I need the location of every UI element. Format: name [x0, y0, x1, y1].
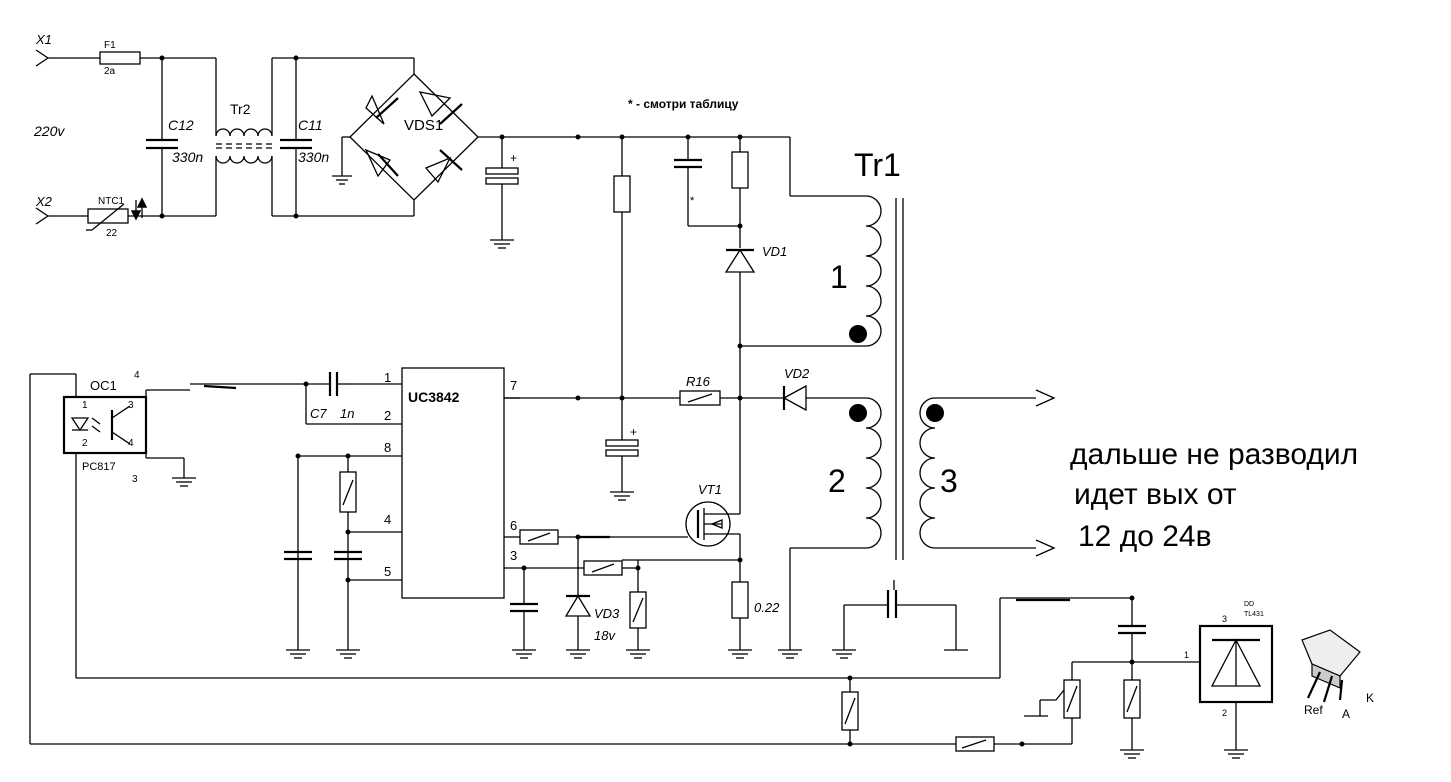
ntc1-slash: [91, 203, 125, 231]
uc3842-body: [401, 367, 505, 599]
bulk-cap-top: [485, 167, 519, 175]
note-line-2: идет вых от: [1074, 478, 1237, 511]
label-oc1: OC1: [90, 378, 117, 393]
label-ic-pin7: 7: [510, 378, 517, 393]
zener-vd3: [564, 594, 592, 617]
label-ic-pin8: 8: [384, 440, 391, 455]
label-star: *: [690, 195, 695, 207]
transformer-tr1: [778, 195, 1056, 659]
svg-text:+: +: [510, 151, 517, 165]
bridge-diode-ur: [418, 91, 452, 118]
label-ic-pin1: 1: [384, 370, 391, 385]
label-c7: C7: [310, 406, 327, 421]
label-r16: R16: [686, 374, 711, 389]
label-c11: C11: [298, 117, 323, 133]
bridge-vds1: [332, 58, 790, 216]
label-ntc1: NTC1: [98, 196, 125, 207]
label-tl431-pin3: 3: [1222, 614, 1227, 624]
wire-break: [203, 384, 237, 390]
thermistor-ntc1: [87, 208, 129, 224]
hv-rail: +: [485, 134, 866, 515]
pc817-body: [62, 395, 148, 455]
label-ic-pin6: 6: [510, 518, 517, 533]
vcc-cap-top: [605, 439, 639, 447]
label-pc817: PC817: [82, 461, 116, 473]
x1-terminal: [35, 49, 50, 67]
drive-and-sense: [504, 501, 752, 659]
label-vd3-value: 18v: [594, 628, 616, 643]
label-oc1-ext-pin3: 3: [132, 474, 138, 485]
tr1-winding-2: [865, 397, 882, 549]
label-tl431-pin2: 2: [1222, 708, 1227, 718]
label-oc1-pin2: 2: [82, 438, 88, 449]
label-tl431-name: DD: [1244, 601, 1254, 608]
tr1-winding-1: [865, 195, 882, 347]
label-oc1-pin3: 3: [128, 400, 134, 411]
controller-ic: [190, 367, 520, 659]
optocoupler-oc1: [29, 373, 1000, 745]
label-oc1-pin4: 4: [128, 438, 134, 449]
label-ntc1-value: 22: [106, 228, 118, 239]
label-tr1: Tr1: [854, 147, 901, 183]
svg-text:+: +: [630, 425, 637, 439]
label-x1: X1: [35, 32, 52, 47]
tr1-dot-1: [849, 325, 867, 343]
label-winding-3: 3: [940, 463, 958, 499]
label-pkg-ref: Ref: [1304, 703, 1323, 717]
note-line-3: 12 до 24в: [1078, 520, 1212, 553]
label-x2: X2: [35, 194, 53, 209]
diode-vd1: [724, 248, 756, 273]
feedback-section: [841, 595, 1361, 759]
label-c11-value: 330n: [298, 149, 329, 165]
label-ic-pin2: 2: [384, 408, 391, 423]
label-vd3: VD3: [594, 606, 620, 621]
label-ic-pin5: 5: [384, 564, 391, 579]
label-f1-value: 2a: [104, 66, 116, 77]
label-tr2: Tr2: [230, 101, 251, 117]
label-winding-2: 2: [828, 463, 846, 499]
snubber-resistor: [731, 151, 749, 189]
label-vd2: VD2: [784, 366, 810, 381]
label-tl431-pin1: 1: [1184, 650, 1189, 660]
tr2-top-winding: [215, 128, 273, 137]
label-rs-value: 0.22: [754, 600, 780, 615]
label-c12: C12: [168, 117, 194, 133]
label-vds1: VDS1: [404, 117, 443, 134]
startup-resistor: [613, 175, 631, 213]
to92-package-icon: [1301, 629, 1361, 703]
tr2-bottom-winding: [215, 155, 273, 164]
label-note: * - смотри таблицу: [628, 97, 739, 111]
tr1-dot-2: [849, 404, 867, 422]
fuse-f1: [99, 51, 141, 65]
label-vd1: VD1: [762, 244, 787, 259]
label-f1: F1: [104, 40, 116, 51]
label-pkg-a: A: [1342, 707, 1350, 721]
bridge-diode-ul: [365, 94, 385, 125]
input-section: [35, 49, 414, 231]
label-ic-pin4: 4: [384, 512, 391, 527]
label-mains: 220v: [33, 123, 65, 139]
labels: X1 F1 2a 220v X2 NTC1 22 C12 330n Tr2 C1…: [33, 32, 1374, 721]
label-c12-value: 330n: [172, 149, 203, 165]
diode-vd2: [782, 384, 807, 412]
label-ic-pin3: 3: [510, 548, 517, 563]
label-c7-value: 1n: [340, 406, 354, 421]
bridge-diode-lr: [424, 156, 452, 184]
label-uc3842: UC3842: [408, 389, 460, 405]
tr1-dot-3: [926, 404, 944, 422]
label-vt1: VT1: [698, 482, 722, 497]
trimmer-wiper: [1040, 689, 1065, 701]
label-oc1-pin1: 1: [82, 400, 88, 411]
note-line-1: дальше не разводил: [1070, 438, 1358, 471]
tr1-winding-3: [919, 397, 936, 549]
label-tl431-model: TL431: [1244, 611, 1264, 618]
label-oc1-ext-pin4: 4: [134, 370, 140, 381]
x2-terminal: [35, 207, 50, 225]
vcc-circuit: +: [504, 384, 866, 501]
sense-resistor: [731, 581, 749, 619]
mosfet-vt1: [685, 501, 731, 547]
label-pkg-k: K: [1366, 691, 1374, 705]
label-winding-1: 1: [830, 259, 848, 295]
